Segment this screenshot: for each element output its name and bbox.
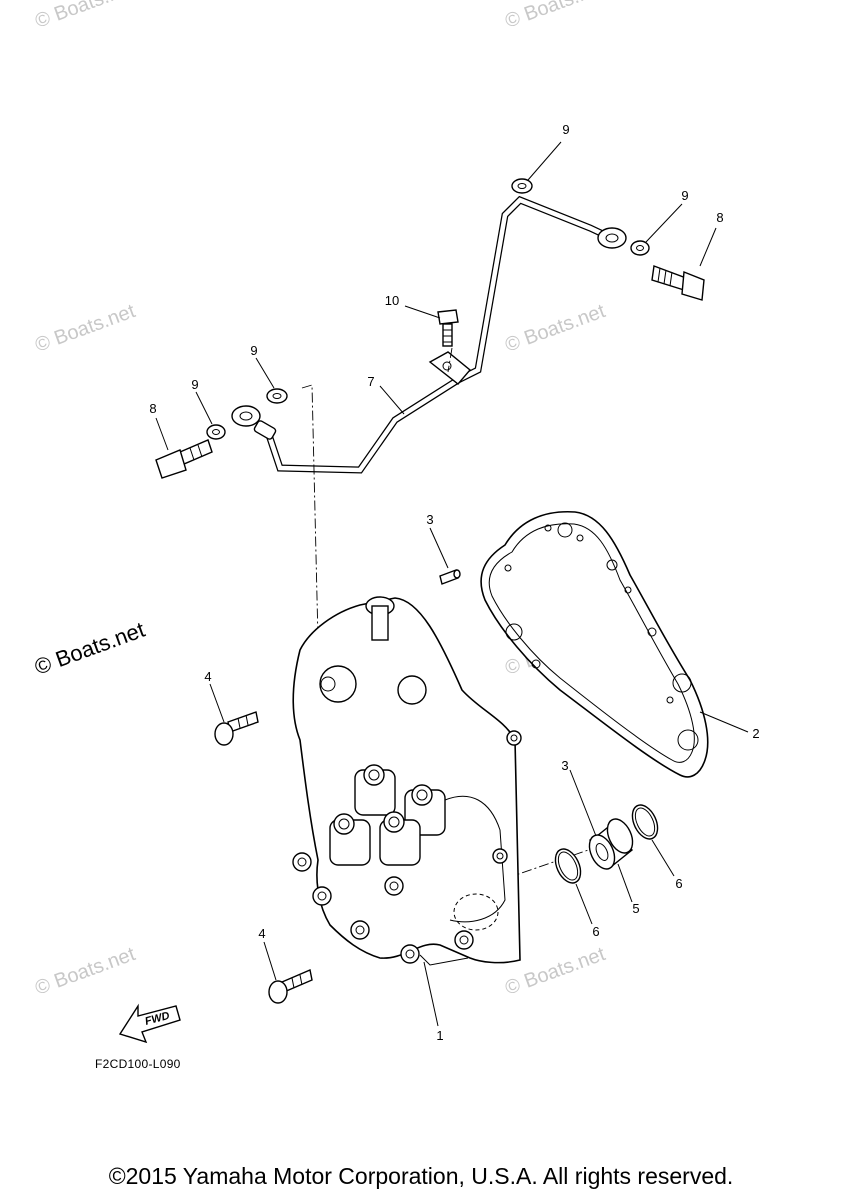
watermark-top-right: © Boats.net <box>502 0 608 33</box>
plug <box>588 818 634 870</box>
callout-9-top: 9 <box>562 122 569 137</box>
callout-4-lower: 4 <box>258 926 265 941</box>
callout-6-right: 6 <box>675 876 682 891</box>
callout-8-right: 8 <box>716 210 723 225</box>
screw-lower <box>268 969 313 1004</box>
alignment-line-right <box>447 347 453 373</box>
callout-10: 10 <box>385 293 399 308</box>
watermark-center-left: © Boats.net <box>31 617 148 680</box>
callout-9-left-lower: 9 <box>191 377 198 392</box>
callouts: 9 9 8 10 9 7 9 8 3 4 2 3 6 5 6 4 1 <box>149 122 759 1043</box>
oil-pipe <box>231 195 627 474</box>
watermark-mid-right: © Boats.net <box>502 300 608 357</box>
gasket <box>480 510 709 778</box>
screw-upper <box>214 711 259 746</box>
watermark-low-left: © Boats.net <box>32 943 138 1000</box>
washer-top <box>511 178 533 194</box>
o-ring-left <box>554 848 582 884</box>
union-bolt-right <box>651 265 705 301</box>
alignment-line-left <box>301 384 319 641</box>
cover-assembly <box>292 596 522 966</box>
drawing-code: F2CD100-L090 <box>95 1057 181 1071</box>
callout-2: 2 <box>752 726 759 741</box>
watermark-mid-left: © Boats.net <box>32 300 138 357</box>
callout-8-left: 8 <box>149 401 156 416</box>
callout-9-left-upper: 9 <box>250 343 257 358</box>
callout-6-left: 6 <box>592 924 599 939</box>
callout-5: 5 <box>632 901 639 916</box>
union-bolt-left <box>155 439 213 479</box>
watermark-top-left: © Boats.net <box>32 0 138 33</box>
callout-7: 7 <box>367 374 374 389</box>
o-ring-right <box>631 804 659 840</box>
washer-left-lower <box>206 424 226 440</box>
callout-9-right: 9 <box>681 188 688 203</box>
fwd-arrow-icon: FWD <box>118 1003 181 1044</box>
bolt-10 <box>437 309 459 347</box>
copyright-notice: ©2015 Yamaha Motor Corporation, U.S.A. A… <box>108 1163 734 1189</box>
callout-1: 1 <box>436 1028 443 1043</box>
washer-right <box>630 240 650 256</box>
callout-3-upper: 3 <box>426 512 433 527</box>
callout-4-upper: 4 <box>204 669 211 684</box>
dowel-pin-upper <box>439 569 461 585</box>
leader-lines <box>155 141 749 1027</box>
washer-left-upper <box>266 388 288 404</box>
callout-3-lower: 3 <box>561 758 568 773</box>
